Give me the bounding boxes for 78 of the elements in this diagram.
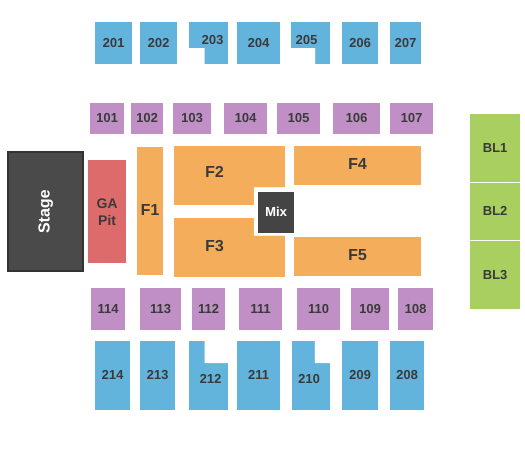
floor-section [174,146,285,205]
floor-section [174,218,285,277]
seating-section [297,288,340,330]
section-label: 205 [296,32,318,48]
seating-section [140,341,175,410]
seating-section [189,22,228,64]
section-label: 105 [288,111,310,126]
seating-section [189,341,228,410]
seating-section [342,22,378,64]
section-label: 108 [404,302,426,316]
stage [7,151,84,272]
section-label: BL2 [482,204,508,219]
section-label: 103 [181,111,203,126]
section-label: 101 [96,111,118,126]
section-label: 111 [250,302,271,316]
section-label: 114 [98,302,118,316]
section-label: 107 [400,111,422,126]
seating-section [90,103,124,134]
section-label: 109 [359,302,381,316]
seating-section [95,341,130,410]
seating-section [333,103,380,134]
seating-section [292,341,330,410]
section-label: F1 [140,202,160,220]
seating-section [237,341,280,410]
section-label: 211 [248,368,269,383]
seating-section [224,103,267,134]
section-label: 213 [146,368,168,383]
section-label: GA Pit [96,195,118,228]
seating-section [95,22,132,64]
seating-section [398,288,433,330]
seating-section [237,22,280,64]
section-label: BL1 [482,140,508,156]
seating-section [291,22,330,64]
section-label: 102 [136,111,158,126]
section-label: F3 [205,238,224,257]
seating-section [140,22,177,64]
section-label: 208 [396,368,418,383]
section-label: Mix [265,205,287,220]
seating-section [277,103,320,134]
section-label: 210 [298,372,320,387]
seating-section [470,183,520,240]
section-label: Stage [36,190,54,234]
section-label: 110 [308,302,329,316]
mix-position [258,192,294,233]
seating-section [140,288,181,330]
section-label: 214 [102,368,124,383]
seating-section [390,22,421,64]
seating-section [351,288,389,330]
section-label: 204 [248,36,270,50]
section-label: F5 [348,247,367,266]
section-label: 202 [148,36,170,50]
floor-section [137,147,163,275]
seating-section [131,103,163,134]
seating-section [342,341,378,410]
section-label: 104 [234,111,256,126]
seating-section [173,103,211,134]
section-label: 209 [349,368,371,383]
section-label: F4 [348,156,367,175]
seating-section [192,288,225,330]
section-label: F2 [205,164,224,183]
seating-section [239,288,282,330]
pit-area [88,160,126,263]
section-label: 113 [150,302,171,316]
seating-section [91,288,125,330]
section-label: 207 [394,36,416,50]
seating-section [470,241,520,309]
section-label: BL3 [482,268,508,282]
seating-section [470,114,520,182]
section-label: 203 [202,32,224,48]
section-label: 206 [349,36,371,50]
section-label: 106 [346,111,368,126]
seating-section [390,341,424,410]
floor-section [294,146,421,185]
seating-section [390,103,433,134]
floor-section [294,237,421,276]
section-label: 112 [198,302,219,316]
section-label: 201 [102,36,124,50]
section-label: 212 [200,372,222,387]
